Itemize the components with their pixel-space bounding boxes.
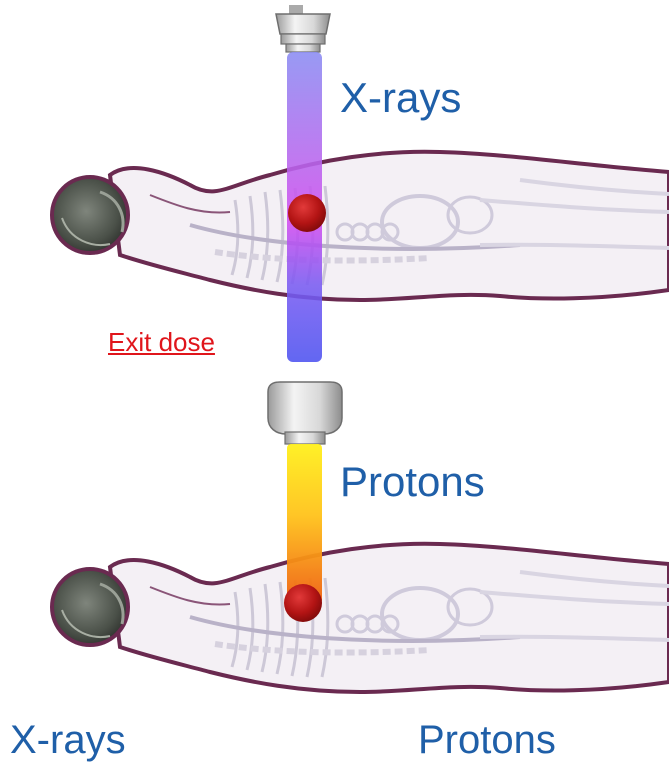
caption-protons: Protons xyxy=(418,718,556,763)
xray-scene xyxy=(52,5,669,362)
tumor-icon xyxy=(288,194,326,232)
caption-xrays: X-rays xyxy=(10,718,126,763)
patient-top-human-body-icon xyxy=(52,152,669,300)
proton-nozzle-icon xyxy=(268,382,342,444)
proton-scene xyxy=(52,382,669,692)
patient-bottom-human-body-icon xyxy=(52,544,669,692)
proton-beam xyxy=(287,444,322,604)
xray-nozzle-icon xyxy=(276,5,330,52)
exit-dose-label: Exit dose xyxy=(108,327,215,358)
tumor-icon xyxy=(284,584,322,622)
proton-beam-label: Protons xyxy=(340,458,485,506)
xray-beam-label: X-rays xyxy=(340,74,461,122)
